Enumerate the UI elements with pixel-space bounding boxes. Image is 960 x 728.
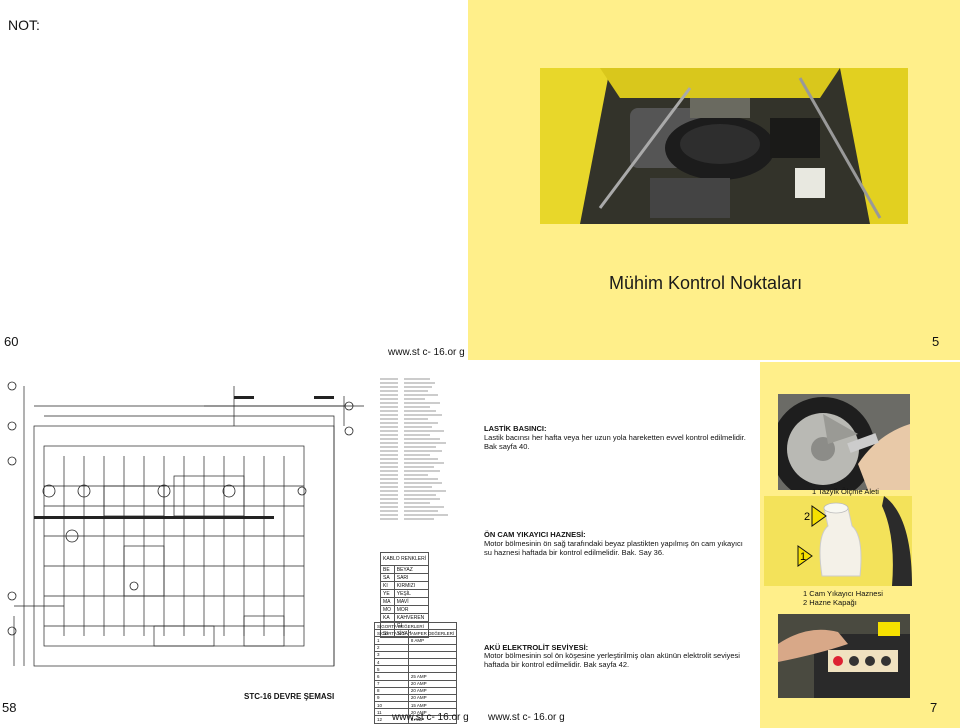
marker-1: 1 [800, 551, 806, 563]
wiring-diagram [4, 366, 370, 690]
fuse-amp: 25 AMP [407, 672, 458, 681]
fuse-no: 10 [374, 701, 409, 710]
cable-color: MAVİ [393, 597, 430, 606]
cable-color: KIRMIZI [393, 581, 430, 590]
cable-code: SA [380, 573, 395, 582]
fuse-amp: 20 AMP [407, 693, 458, 703]
fuse-col-header: SİGORTA NO. [374, 629, 409, 638]
page-number-58: 58 [2, 700, 17, 715]
gauge-photo-label: 1 Tazyik Ölçme Aleti [812, 487, 879, 496]
fuse-amp: 20 AMP [407, 686, 458, 695]
fuse-amp [407, 657, 458, 667]
tire-pressure-heading: LASTİK BASINCI: [484, 424, 547, 433]
cable-color: YEŞİL [393, 589, 430, 598]
wiring-legend-list [380, 375, 450, 523]
washer-reservoir-text: Motor bölmesinin ön sağ tarafındaki beya… [484, 539, 743, 557]
cable-color: KAHVEREN [393, 613, 430, 622]
washer-photo-labels: 1 Cam Yıkayıcı Haznesi 2 Hazne Kapağı [803, 589, 883, 607]
fuse-amp: 8 AMP [407, 715, 458, 724]
battery-photo [778, 614, 910, 698]
fuse-no: 7 [374, 679, 409, 688]
diagram-title: STC-16 DEVRE ŞEMASI [244, 692, 335, 701]
fuse-no: 6 [374, 672, 409, 681]
table-row: 4 [374, 657, 458, 667]
fuse-table-title: SİGORTA DEĞERLERİ [373, 621, 458, 631]
table-row: 5 [374, 665, 458, 674]
marker-2: 2 [804, 511, 810, 523]
page-5-title: Mühim Kontrol Noktaları [609, 273, 803, 293]
fuse-amp: 20 AMP [407, 679, 458, 688]
fuse-no: 9 [374, 693, 409, 703]
washer-label-2: 2 Hazne Kapağı [803, 598, 857, 607]
fuse-amp [407, 665, 458, 674]
fuse-amp [407, 650, 458, 659]
fuse-amp: 15 AMP [407, 701, 458, 710]
tire-gauge-photo [778, 394, 910, 490]
engine-bay-photo [540, 68, 908, 224]
cable-color: BEYAZ [393, 565, 430, 574]
cable-code: KA [380, 613, 395, 622]
page-7-url: www.st c- 16.or g [488, 712, 565, 723]
page-58-url: www.st c- 16.or g [392, 712, 469, 723]
fuse-amp: 8 AMP [407, 636, 458, 645]
table-row: 3 [374, 650, 458, 659]
cable-code: KI [380, 581, 395, 590]
washer-label-1: 1 Cam Yıkayıcı Haznesi [803, 589, 883, 598]
table-row: 2 [374, 643, 458, 652]
cable-code: BE [380, 565, 395, 574]
page-60-url: www.st c- 16.or g [388, 347, 465, 358]
fuse-values-table: SİGORTA DEĞERLERİ SİGORTA NO.AMPER DEĞER… [373, 621, 458, 724]
fuse-amp [407, 643, 458, 652]
page-number-5: 5 [932, 334, 940, 349]
washer-reservoir-photo: 2 1 [764, 496, 912, 586]
fuse-no: 8 [374, 686, 409, 695]
fuse-no: 4 [374, 657, 409, 667]
fuse-no: 2 [374, 643, 409, 652]
cable-color: SARI [393, 573, 430, 582]
cable-code: MA [380, 597, 395, 606]
washer-reservoir-heading: ÖN CAM YIKAYICI HAZNESİ: [484, 530, 586, 539]
battery-text: Motor bölmesinin sol ön köşesine yerleşt… [484, 651, 740, 669]
page-number-7: 7 [930, 700, 938, 715]
fuse-no: 5 [374, 665, 409, 674]
fuse-no: 3 [374, 650, 409, 659]
cable-colors-header: KABLO RENKLERİ [379, 552, 430, 566]
amp-col-header: AMPER DEĞERLERİ [407, 629, 458, 638]
tire-pressure-text: Lastik bacınsı her hafta veya her uzun y… [484, 433, 746, 451]
cable-code: MO [380, 605, 395, 614]
page-number-60: 60 [4, 334, 19, 349]
fuse-no: 1 [374, 636, 409, 645]
cable-color: MOR [393, 605, 430, 614]
battery-heading: AKÜ ELEKTROLİT SEVİYESİ: [484, 643, 589, 652]
note-label: NOT: [8, 17, 40, 33]
cable-code: YE [380, 589, 395, 598]
